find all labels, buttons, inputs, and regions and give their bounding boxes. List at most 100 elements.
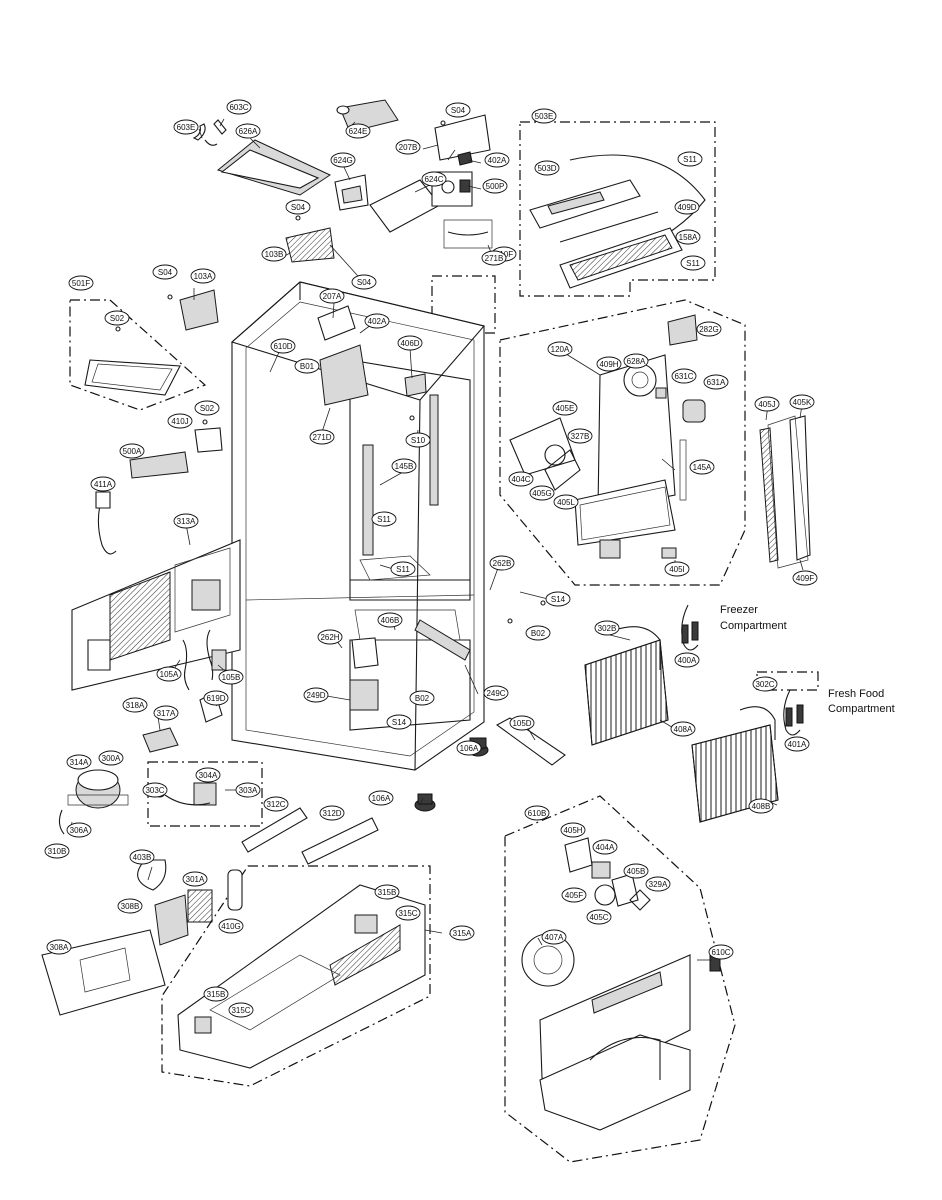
part-label-s02: S02 bbox=[195, 401, 219, 415]
part-label-s04: S04 bbox=[286, 200, 310, 214]
part-label-409h: 409H bbox=[597, 357, 621, 371]
part-number: S02 bbox=[110, 314, 125, 323]
part-number: 402A bbox=[368, 317, 387, 326]
part-number: 304A bbox=[199, 771, 218, 780]
part-number: 408A bbox=[674, 725, 693, 734]
part-number: 105A bbox=[160, 670, 179, 679]
part-label-304a: 304A bbox=[196, 768, 220, 782]
part-number: S10 bbox=[411, 436, 426, 445]
part-label-411a: 411A bbox=[91, 477, 115, 491]
part-label-s11: S11 bbox=[391, 562, 415, 576]
part-number: 315C bbox=[231, 1006, 250, 1015]
part-number: 406D bbox=[400, 339, 419, 348]
part-number: 308B bbox=[121, 902, 140, 911]
part-label-402a: 402A bbox=[485, 153, 509, 167]
part-label-610c: 610C bbox=[709, 945, 733, 959]
part-number: 315B bbox=[378, 888, 397, 897]
part-number: 409H bbox=[599, 360, 618, 369]
part-number: 624G bbox=[333, 156, 353, 165]
back-panel bbox=[72, 540, 240, 690]
part-label-315c: 315C bbox=[396, 906, 420, 920]
part-label-603e: 603E bbox=[174, 120, 198, 134]
part-label-207b: 207B bbox=[396, 140, 420, 154]
duct-assembly bbox=[510, 315, 810, 568]
part-label-409d: 409D bbox=[675, 200, 699, 214]
part-number: 302C bbox=[755, 680, 774, 689]
part-label-405e: 405E bbox=[553, 401, 577, 415]
part-number: 408B bbox=[752, 802, 771, 811]
fresh-food-caption: Fresh Food Compartment bbox=[828, 688, 895, 715]
part-label-271d: 271D bbox=[310, 430, 334, 444]
part-number: S14 bbox=[551, 595, 566, 604]
part-label-106a: 106A bbox=[369, 791, 393, 805]
part-number: 405C bbox=[589, 913, 608, 922]
part-number: 158A bbox=[679, 233, 698, 242]
part-label-400a: 400A bbox=[675, 653, 699, 667]
part-number: 106A bbox=[460, 744, 479, 753]
part-number: 300A bbox=[102, 754, 121, 763]
part-number: 271B bbox=[485, 254, 504, 263]
part-number: S11 bbox=[396, 565, 410, 574]
part-label-105b: 105B bbox=[219, 670, 243, 684]
part-number: 410J bbox=[171, 417, 188, 426]
part-label-s14: S14 bbox=[546, 592, 570, 606]
part-label-500a: 500A bbox=[120, 444, 144, 458]
part-label-312d: 312D bbox=[320, 806, 344, 820]
part-label-405g: 405G bbox=[530, 486, 554, 500]
part-number: 610B bbox=[528, 809, 547, 818]
part-label-318a: 318A bbox=[123, 698, 147, 712]
part-label-s14: S14 bbox=[387, 715, 411, 729]
part-label-407a: 407A bbox=[542, 930, 566, 944]
part-label-624g: 624G bbox=[331, 153, 355, 167]
part-label-500p: 500P bbox=[483, 179, 507, 193]
part-number: S04 bbox=[158, 268, 173, 277]
part-label-631a: 631A bbox=[704, 375, 728, 389]
part-number: 318A bbox=[126, 701, 145, 710]
part-label-404a: 404A bbox=[593, 840, 617, 854]
part-number: 303C bbox=[145, 786, 164, 795]
part-label-313a: 313A bbox=[174, 514, 198, 528]
part-number: 249C bbox=[486, 689, 505, 698]
part-label-249d: 249D bbox=[304, 688, 328, 702]
part-label-329a: 329A bbox=[646, 877, 670, 891]
part-label-405i: 405I bbox=[665, 562, 689, 576]
freezer-caption-line-2: Compartment bbox=[720, 620, 787, 632]
part-number: 626A bbox=[239, 127, 258, 136]
part-label-503e: 503E bbox=[532, 109, 556, 123]
part-number: 405J bbox=[758, 400, 775, 409]
part-label-s02: S02 bbox=[105, 311, 129, 325]
fresh-food-caption-line-1: Fresh Food bbox=[828, 688, 884, 700]
part-label-401a: 401A bbox=[785, 737, 809, 751]
part-label-308b: 308B bbox=[118, 899, 142, 913]
part-number: 262B bbox=[493, 559, 512, 568]
part-label-301a: 301A bbox=[183, 872, 207, 886]
part-number: 105D bbox=[512, 719, 531, 728]
part-label-631c: 631C bbox=[672, 369, 696, 383]
part-label-619d: 619D bbox=[204, 691, 228, 705]
part-label-308a: 308A bbox=[47, 940, 71, 954]
part-number: 302B bbox=[598, 624, 617, 633]
group-outline-503E bbox=[520, 122, 715, 296]
part-label-610d: 610D bbox=[271, 339, 295, 353]
part-number: S02 bbox=[200, 404, 215, 413]
part-label-s04: S04 bbox=[153, 265, 177, 279]
part-label-404c: 404C bbox=[509, 472, 533, 486]
part-label-315b: 315B bbox=[375, 885, 399, 899]
part-label-145b: 145B bbox=[392, 459, 416, 473]
part-number: 501F bbox=[72, 279, 90, 288]
part-number: B02 bbox=[531, 629, 546, 638]
part-label-406d: 406D bbox=[398, 336, 422, 350]
part-label-409f: 409F bbox=[793, 571, 817, 585]
part-number: 308A bbox=[50, 943, 69, 952]
part-label-105d: 105D bbox=[510, 716, 534, 730]
part-number: B02 bbox=[415, 694, 430, 703]
part-number: S04 bbox=[451, 106, 466, 115]
part-number: 106A bbox=[372, 794, 391, 803]
part-label-405l: 405L bbox=[554, 495, 578, 509]
part-number: 500P bbox=[486, 182, 505, 191]
part-number: 306A bbox=[70, 826, 89, 835]
part-number: 105B bbox=[222, 673, 241, 682]
group-outline-315A bbox=[162, 866, 430, 1086]
part-number: 624E bbox=[349, 127, 368, 136]
part-label-b02: B02 bbox=[526, 626, 550, 640]
